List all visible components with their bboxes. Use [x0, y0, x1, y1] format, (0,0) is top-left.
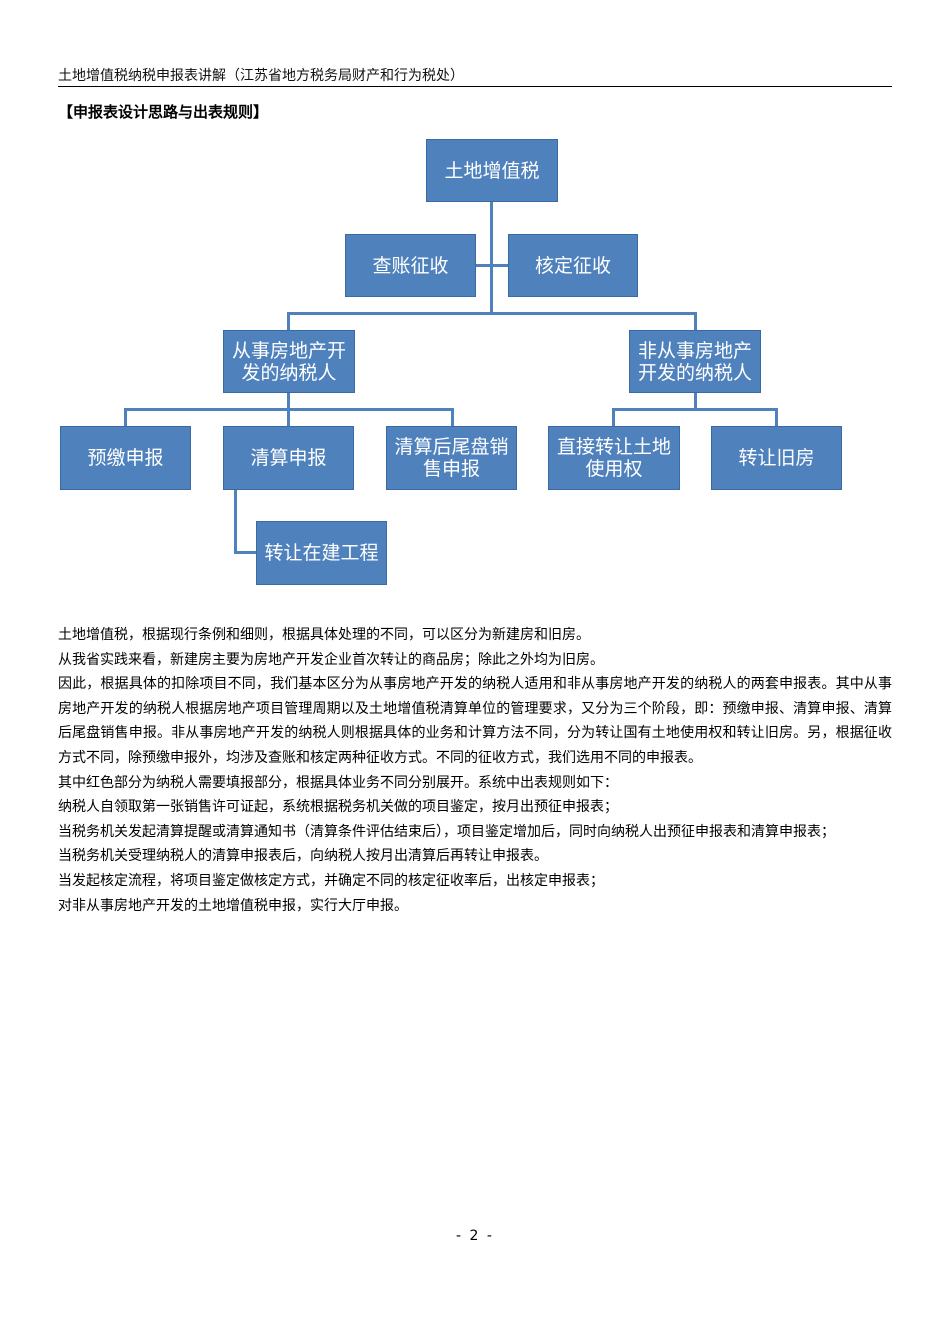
node-assessed-collection: 核定征收: [508, 234, 638, 297]
connector: [124, 408, 127, 428]
paragraph: 对非从事房地产开发的土地增值税申报，实行大厅申报。: [58, 897, 408, 914]
connector: [694, 392, 697, 410]
node-label-line: 非从事房地产: [637, 339, 752, 362]
node-label-line: 开发的纳税人: [637, 361, 752, 384]
node-label: 清算申报: [250, 447, 327, 469]
connector: [775, 408, 778, 428]
page-header: 土地增值税纳税申报表讲解（江苏省地方税务局财产和行为税处）: [58, 68, 464, 84]
node-label: 查账征收: [372, 254, 449, 277]
connector: [490, 201, 493, 314]
node-label-line: 售申报: [422, 458, 480, 480]
header-rule: [58, 86, 892, 87]
connector: [451, 408, 454, 428]
paragraph: 土地增值税，根据现行条例和细则，根据具体处理的不同，可以区分为新建房和旧房。: [58, 627, 590, 643]
node-label: 转让在建工程: [264, 542, 379, 564]
connector: [476, 264, 508, 267]
node-audit-collection: 查账征收: [345, 234, 476, 297]
paragraph: 其中红色部分为纳税人需要填报部分，根据具体业务不同分别展开。系统中出表规则如下：: [58, 774, 618, 791]
connector: [612, 408, 778, 411]
node-old-house-transfer: 转让旧房: [711, 426, 842, 490]
paragraph: 当发起核定流程，将项目鉴定做核定方式，并确定不同的核定征收率后，出核定申报表；: [58, 872, 604, 889]
org-chart-diagram: 土地增值税 查账征收 核定征收 从事房地产开 发的纳税人 非从事房地产 开发的纳…: [0, 0, 950, 620]
node-post-clearance-sales-declaration: 清算后尾盘销 售申报: [386, 426, 517, 490]
node-label-line: 发的纳税人: [241, 361, 337, 384]
node-label: 核定征收: [534, 254, 611, 277]
connector: [612, 408, 615, 428]
paragraph: 因此，根据具体的扣除项目不同，我们基本区分为从事房地产开发的纳税人适用和非从事房…: [58, 676, 892, 766]
connector: [287, 312, 290, 332]
body-text: 土地增值税，根据现行条例和细则，根据具体处理的不同，可以区分为新建房和旧房。 从…: [58, 623, 892, 918]
connector: [234, 490, 237, 554]
paragraph: 当税务机关受理纳税人的清算申报表后，向纳税人按月出清算后再转让申报表。: [58, 848, 548, 865]
paragraph: 从我省实践来看，新建房主要为房地产开发企业首次转让的商品房；除此之外均为旧房。: [58, 651, 604, 668]
node-label-line: 使用权: [585, 458, 643, 480]
node-land-use-right-transfer: 直接转让土地 使用权: [548, 426, 680, 490]
node-root: 土地增值税: [426, 139, 558, 202]
node-label: 转让旧房: [738, 447, 815, 469]
node-developer-taxpayer: 从事房地产开 发的纳税人: [223, 330, 355, 393]
connector: [694, 312, 697, 332]
node-label-line: 直接转让土地: [556, 436, 671, 458]
page-number: - 2 -: [456, 1228, 494, 1244]
node-clearance-declaration: 清算申报: [223, 426, 354, 490]
node-label: 预缴申报: [87, 447, 164, 469]
paragraph: 当税务机关发起清算提醒或清算通知书（清算条件评估结束后），项目鉴定增加后，同时向…: [58, 823, 835, 840]
connector: [124, 408, 454, 411]
node-prepayment-declaration: 预缴申报: [60, 426, 191, 490]
node-label: 土地增值税: [444, 159, 540, 182]
section-title: 【申报表设计思路与出表规则】: [58, 103, 269, 121]
paragraph: 纳税人自领取第一张销售许可证起，系统根据税务机关做的项目鉴定，按月出预征申报表；: [58, 799, 618, 816]
node-construction-in-progress-transfer: 转让在建工程: [256, 521, 387, 585]
node-label-line: 清算后尾盘销: [394, 436, 509, 458]
connector: [287, 312, 696, 315]
connector: [234, 551, 258, 554]
node-non-developer-taxpayer: 非从事房地产 开发的纳税人: [629, 330, 761, 393]
node-label-line: 从事房地产开: [231, 339, 346, 362]
